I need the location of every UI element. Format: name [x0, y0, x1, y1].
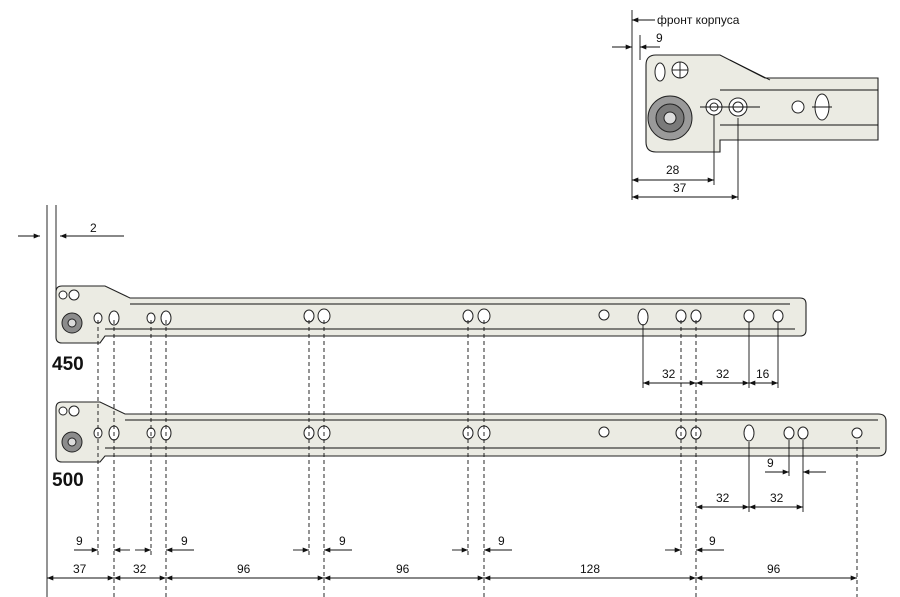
rail-450-dim-c: 16: [756, 367, 770, 381]
detail-dim-9: 9: [656, 31, 663, 45]
cabinet-wall: 2: [18, 205, 124, 597]
spacing-dim: 37: [73, 562, 87, 576]
spacing-dim: 96: [767, 562, 781, 576]
detail-dim-28: 28: [666, 163, 680, 177]
front-label: фронт корпуса: [657, 13, 740, 27]
detail-rail-edge: [729, 59, 771, 81]
offset-dim: 9: [498, 534, 505, 548]
spacing-dim: 96: [396, 562, 410, 576]
wall-gap-dim: 2: [90, 221, 97, 235]
rail-hole: [68, 405, 80, 417]
detail-slot-hole: [654, 62, 666, 82]
rail-500-dim-a: 32: [716, 491, 730, 505]
rail-500-offset-dim: 9: [767, 456, 774, 470]
rail-500-dim-b: 32: [770, 491, 784, 505]
offset-dim: 9: [339, 534, 346, 548]
offset-dim: 9: [181, 534, 188, 548]
rail-hole: [58, 290, 68, 300]
offset-dim: 9: [76, 534, 83, 548]
rail-450-holes: [93, 308, 784, 326]
spacing-dim: 32: [133, 562, 147, 576]
detail-rail-bracket: [645, 54, 879, 153]
rail-450: 450 32 32 16: [52, 285, 807, 388]
offset-dims: 9 9 9 9 9: [74, 534, 724, 553]
rail-hole: [58, 406, 68, 416]
spacing-dim: 96: [237, 562, 251, 576]
detail-dim-37: 37: [673, 181, 687, 195]
spacing-dims: 37 32 96 96 128 96: [47, 562, 857, 581]
rail-450-dim-a: 32: [662, 367, 676, 381]
detail-view: фронт корпуса 9 28 37: [612, 10, 879, 200]
rail-450-length: 450: [52, 354, 84, 375]
rail-500: 500 9 32 32: [52, 401, 887, 512]
spacing-dim: 128: [580, 562, 600, 576]
rail-500-length: 500: [52, 470, 84, 491]
guide-lines: [97, 320, 858, 597]
rail-hole: [68, 289, 80, 301]
offset-dim: 9: [709, 534, 716, 548]
rail-450-dim-b: 32: [716, 367, 730, 381]
detail-hole: [791, 100, 805, 114]
